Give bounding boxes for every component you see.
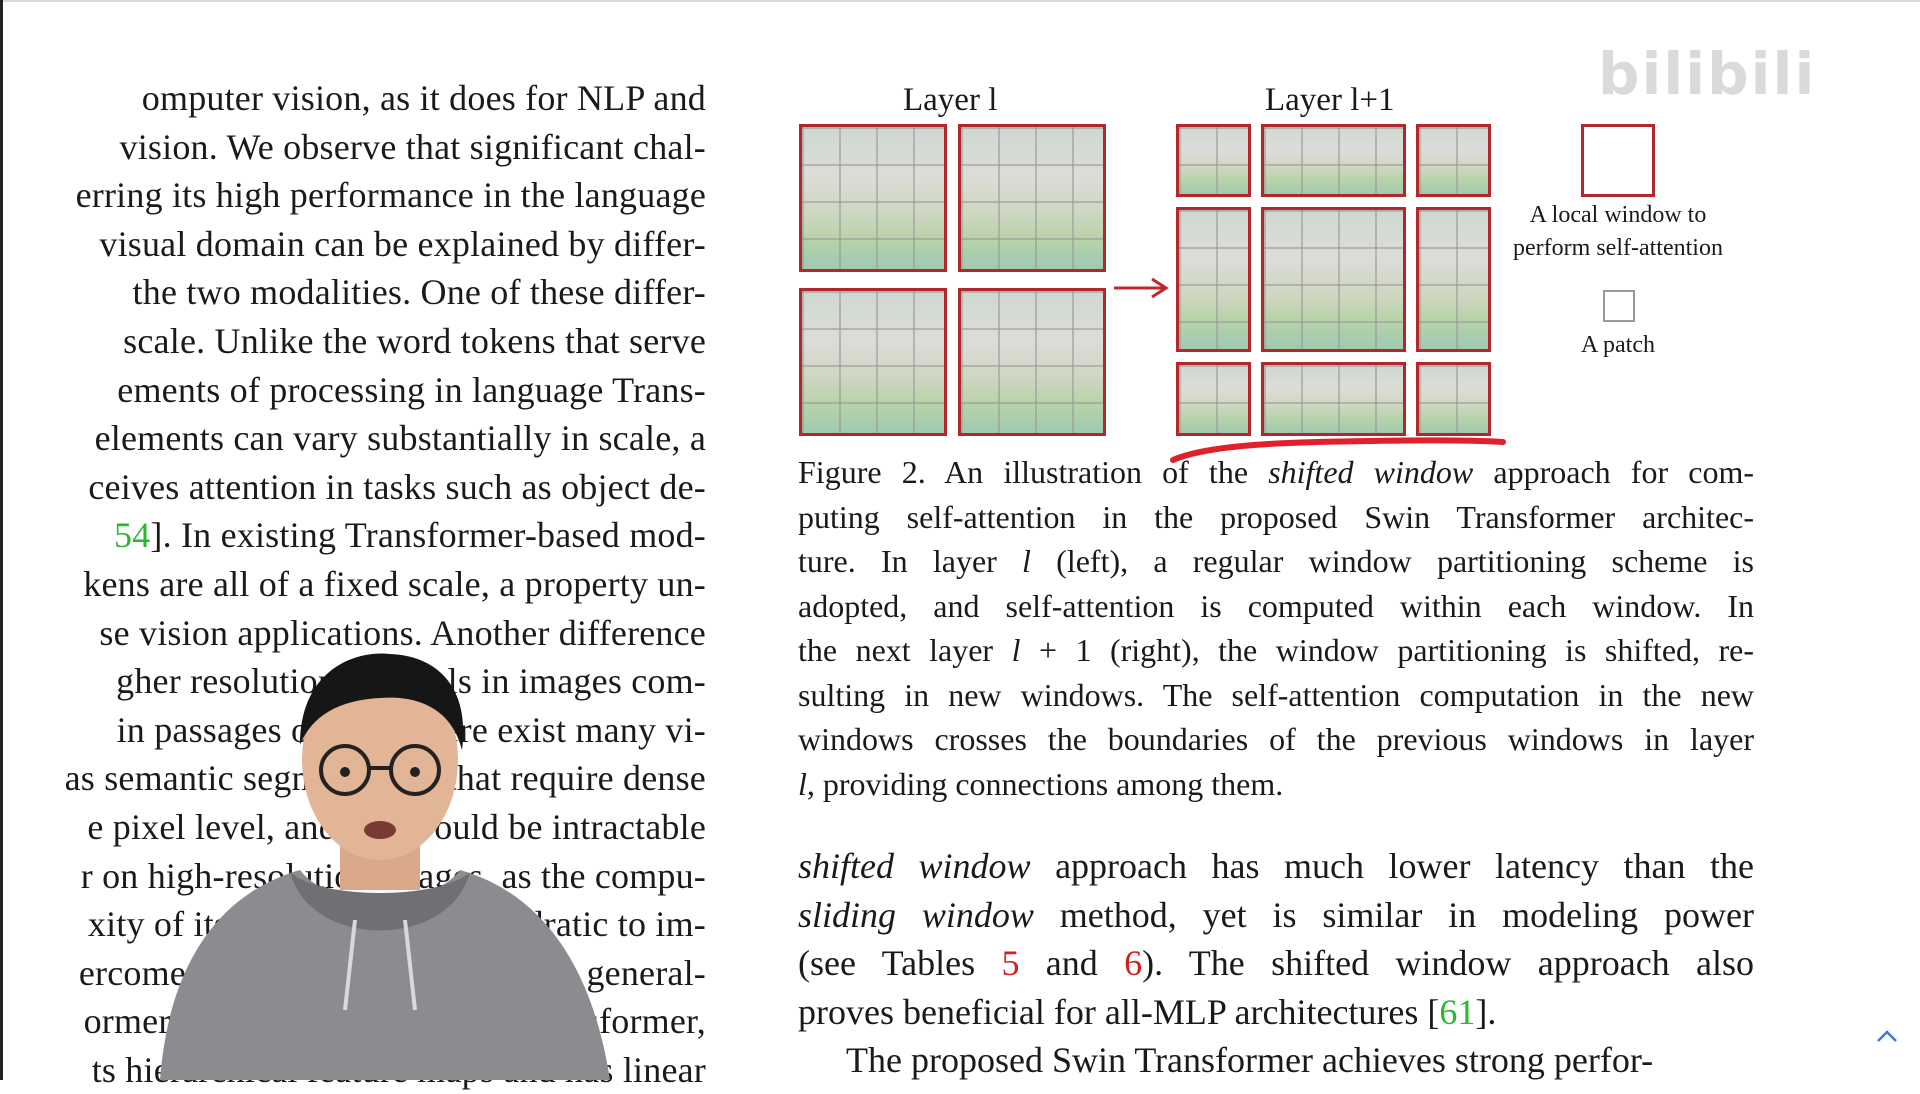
caption-line: the next layer l + 1 (right), the window… [798,632,1755,668]
left-column-line: omputer vision, as it does for NLP and [141,78,706,118]
layer-l1-window [1416,207,1491,352]
paragraph-line: shifted window approach has much lower l… [798,846,1754,886]
layer-l-window [958,288,1106,436]
layer-l1-window [1176,207,1251,352]
annotation-underline [1170,437,1506,463]
top-border [0,0,1920,2]
left-column-line: 54]. In existing Transformer-based mod- [114,515,706,556]
layer-l1-window [1416,362,1491,436]
layer-l-window [799,124,947,272]
legend-window-label-2: perform self-attention [1513,235,1723,261]
watermark-logo: bilibili [1598,40,1817,108]
legend-patch-swatch [1603,290,1635,322]
presenter-webcam-image [160,653,610,1080]
left-column-line: se vision applications. Another differen… [99,612,706,653]
legend-patch-label: A patch [1581,332,1655,358]
figure-caption: Figure 2. An illustration of the shifted… [798,450,1754,806]
caption-line: Figure 2. An illustration of the shifted… [798,454,1755,490]
layer-l1-window [1176,124,1251,197]
paragraph-line: The proposed Swin Transformer achieves s… [846,1040,1654,1081]
paragraph-line: sliding window method, yet is similar in… [798,894,1754,935]
body-paragraph: shifted window approach has much lower l… [798,842,1754,1085]
table-ref-link[interactable]: 5 [1001,943,1020,984]
left-column-line: elements can vary substantially in scale… [94,418,706,459]
layer-l1-window [1176,362,1251,436]
left-column-line: scale. Unlike the word tokens that serve [123,320,706,361]
left-column-line: visual domain can be explained by differ… [99,223,706,264]
scroll-up-icon[interactable] [1874,1026,1900,1046]
layer-l1-window [1261,124,1406,197]
caption-line: adopted, and self-attention is computed … [798,587,1754,624]
caption-line: l, providing connections among them. [798,765,1284,802]
layer-l-label: Layer l [903,82,998,118]
left-column-line: the two modalities. One of these differ- [132,272,706,313]
caption-line: windows crosses the boundaries of the pr… [798,721,1754,757]
layer-l-window [958,124,1106,272]
table-ref-link[interactable]: 6 [1124,943,1143,984]
left-border [0,0,3,1080]
left-column-line: kens are all of a fixed scale, a propert… [83,563,706,604]
caption-line: sulting in new windows. The self-attenti… [798,676,1754,713]
right-arrow-icon [1114,277,1169,299]
layer-l1-window [1261,207,1406,352]
layer-l1-window [1416,124,1491,197]
left-column-line: vision. We observe that significant chal… [119,126,706,167]
paragraph-line: proves beneficial for all-MLP architectu… [798,991,1497,1032]
citation-link[interactable]: 61 [1439,991,1476,1032]
left-column-line: erring its high performance in the langu… [75,175,706,216]
caption-line: puting self-attention in the proposed Sw… [798,498,1754,535]
citation-link[interactable]: 54 [114,515,151,556]
paragraph-line: (see Tables 5 and 6). The shifted window… [798,943,1755,984]
left-column-line: ements of processing in language Trans- [117,369,706,410]
layer-l1-label: Layer l+1 [1265,82,1395,118]
layer-l1-window [1261,362,1406,436]
legend-window-label-1: A local window to [1529,202,1707,228]
left-column-line: ceives attention in tasks such as object… [88,466,706,507]
layer-l-window [799,288,947,436]
caption-line: ture. In layer l (left), a regular windo… [798,543,1755,579]
legend-window-swatch [1581,124,1655,197]
